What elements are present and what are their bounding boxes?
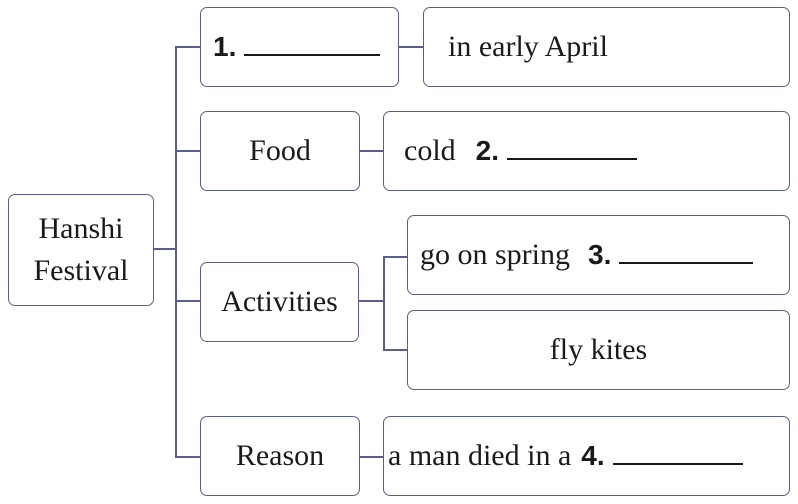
branch-2-detail: cold 2. (383, 111, 790, 191)
root-line2: Festival (33, 254, 129, 287)
connector-b3-detail2 (383, 349, 407, 351)
branch-2-label: Food (249, 134, 311, 167)
branch-1-node: 1. (200, 7, 399, 87)
connector-b1-detail (399, 46, 423, 48)
blank-number-4: 4. (581, 440, 605, 471)
answer-blank-3 (619, 262, 754, 264)
connector-b1 (175, 46, 201, 48)
connector-b2-detail (360, 150, 383, 152)
blank-number-3: 3. (588, 239, 612, 270)
connector-b3-vertical (383, 256, 385, 350)
connector-root (154, 248, 176, 250)
branch-3-label: Activities (221, 285, 338, 318)
branch-2-detail-text: cold (404, 134, 456, 167)
answer-blank-1 (244, 54, 381, 56)
connector-b3 (175, 300, 201, 302)
branch-3-node: Activities (200, 262, 359, 342)
branch-3-detail-2: fly kites (407, 310, 790, 390)
blank-number-1: 1. (213, 31, 237, 62)
connector-b4 (175, 456, 201, 458)
branch-4-node: Reason (200, 416, 360, 496)
answer-blank-4 (612, 463, 743, 465)
connector-b4-detail (360, 456, 383, 458)
connector-b3-detail1 (383, 256, 407, 258)
root-line1: Hanshi (38, 212, 124, 245)
root-node: Hanshi Festival (8, 194, 154, 306)
branch-4-detail: a man died in a 4. (383, 416, 790, 496)
blank-number-2: 2. (475, 135, 500, 166)
branch-3-detail1-text: go on spring (420, 238, 570, 271)
connector-b3-stub (359, 300, 384, 302)
branch-1-detail: in early April (423, 7, 790, 87)
branch-2-node: Food (200, 111, 360, 191)
branch-4-detail-text: a man died in a (388, 439, 572, 472)
answer-blank-2 (507, 158, 638, 160)
branch-4-label: Reason (235, 439, 325, 472)
branch-1-detail-text: in early April (448, 30, 608, 63)
connector-trunk (175, 46, 177, 458)
branch-3-detail2-text: fly kites (549, 333, 648, 366)
connector-b2 (175, 150, 201, 152)
branch-3-detail-1: go on spring 3. (407, 215, 790, 295)
